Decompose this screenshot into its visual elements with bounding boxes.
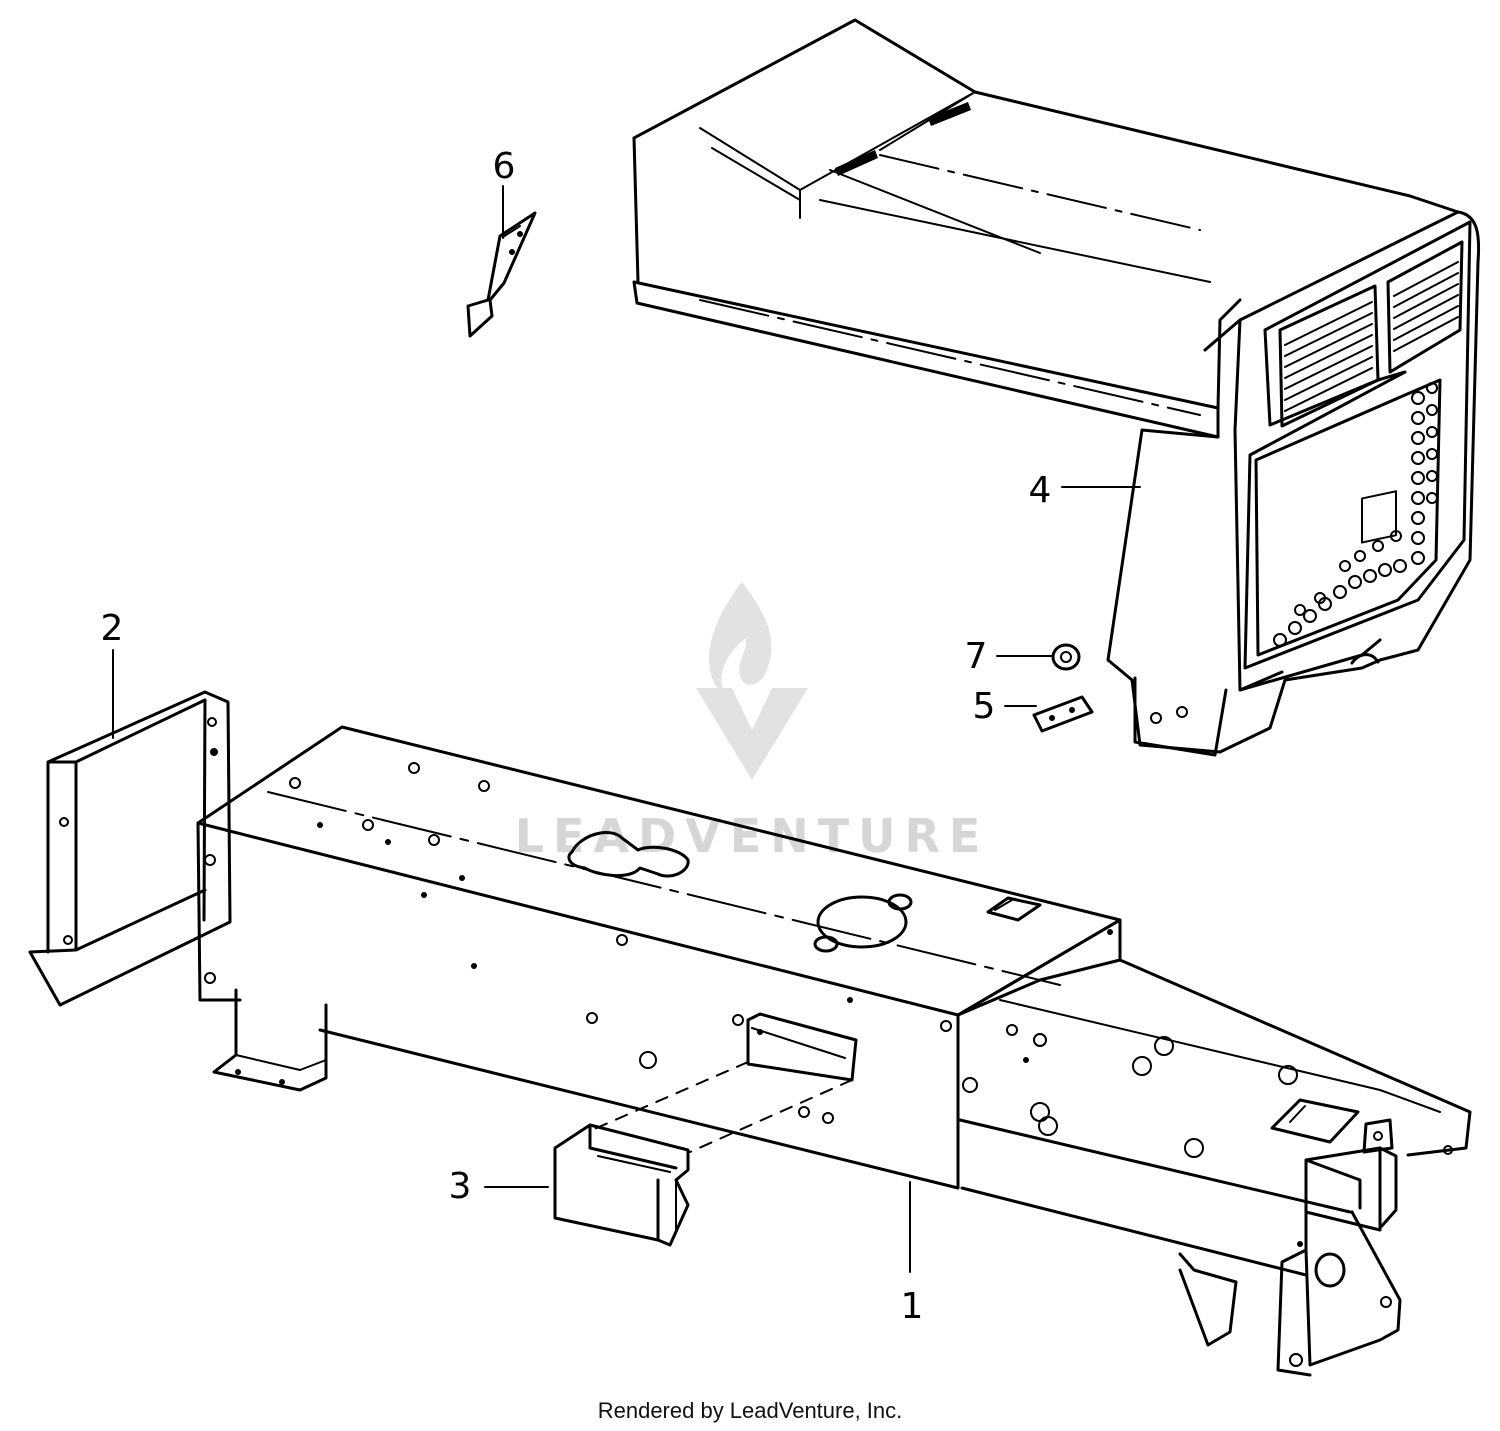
shield-part-2 [28,690,232,1007]
bracket-part-3 [553,1123,690,1247]
callouts: 1 2 3 4 5 6 7 [101,146,1052,1327]
callout-1: 1 [901,1286,924,1327]
watermark-flame-icon [709,582,772,694]
callout-2: 2 [101,608,124,649]
watermark-text: LEADVENTURE [515,809,990,863]
callout-7: 7 [965,636,988,677]
callout-6: 6 [493,146,516,187]
spacer-part-7 [1051,643,1081,671]
plate-part-5 [1032,695,1094,733]
leader-lines [112,185,1141,1273]
footer-credit: Rendered by LeadVenture, Inc. [597,1398,903,1423]
hood-part-4 [632,18,1481,757]
callout-5: 5 [973,686,996,727]
callout-3: 3 [449,1166,472,1207]
watermark: LEADVENTURE [515,582,990,863]
callout-4: 4 [1029,470,1052,511]
watermark-v-icon [696,688,808,780]
frame-part-1 [196,725,1472,1377]
hinge-bracket-part-6 [466,211,537,338]
